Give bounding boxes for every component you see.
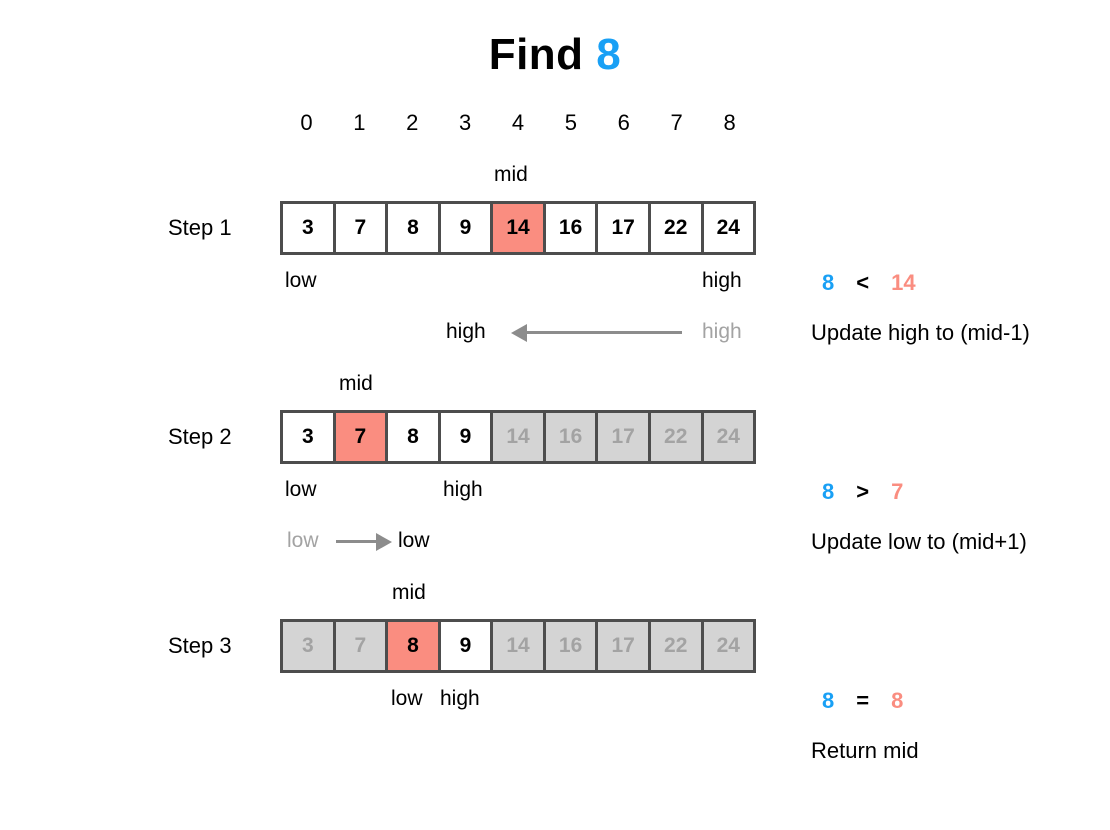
step-1-high-marker: high: [702, 269, 742, 292]
step-2-low-marker: low: [285, 478, 317, 501]
step-3-cell-6[interactable]: 17: [598, 622, 651, 670]
step-3-cell-2[interactable]: 8: [388, 622, 441, 670]
step-2-low-old-label: low: [287, 529, 319, 552]
step-1-high-new-label: high: [446, 320, 486, 343]
step-1-comparison: 8 <14: [822, 270, 916, 296]
step-3-action-text: Return mid: [811, 738, 919, 763]
title-target-value: 8: [596, 30, 622, 79]
step-1-cell-8[interactable]: 24: [703, 204, 754, 252]
step-2-cell-8[interactable]: 24: [703, 413, 754, 461]
step-1-cell-0[interactable]: 3: [283, 204, 336, 252]
step-2-cell-5[interactable]: 16: [545, 413, 599, 461]
step-2-cell-1[interactable]: 7: [335, 413, 389, 461]
step-2-compare-target: 8: [822, 479, 835, 504]
step-1-cell-1[interactable]: 7: [335, 204, 389, 252]
step-3-cell-8[interactable]: 24: [703, 622, 754, 670]
step-2-cell-4[interactable]: 14: [493, 413, 546, 461]
title-prefix: Find: [488, 30, 584, 79]
step-1-cell-3[interactable]: 9: [440, 204, 494, 252]
step-1-compare-target: 8: [822, 270, 835, 295]
array-index-4: 4: [511, 110, 525, 135]
step-2-array: 3 7 8 9 14 16 17 22 24: [280, 410, 756, 464]
array-index-5: 5: [564, 110, 578, 135]
step-1-label: Step 1: [168, 215, 232, 240]
step-3-low-marker: low: [391, 687, 423, 710]
step-1-low-marker: low: [285, 269, 317, 292]
step-1-cell-6[interactable]: 17: [598, 204, 651, 252]
step-1-compare-operator: <: [856, 270, 870, 295]
step-3-cell-7[interactable]: 22: [650, 622, 704, 670]
step-3-compare-mid: 8: [891, 688, 904, 713]
array-index-6: 6: [617, 110, 630, 135]
page-title: Find 8: [0, 30, 1110, 80]
step-3-compare-target: 8: [822, 688, 835, 713]
step-2-cell-2[interactable]: 8: [388, 413, 441, 461]
array-index-8: 8: [723, 110, 736, 135]
step-1-compare-mid: 14: [891, 270, 916, 295]
step-1-array: 3 7 8 9 14 16 17 22 24: [280, 201, 756, 255]
step-3-cell-1[interactable]: 7: [335, 622, 389, 670]
step-2-compare-operator: >: [856, 479, 870, 504]
step-1-cell-5[interactable]: 16: [545, 204, 599, 252]
step-1-cell-4[interactable]: 14: [493, 204, 546, 252]
step-3-compare-operator: =: [856, 688, 870, 713]
step-2-low-new-label: low: [398, 529, 430, 552]
array-index-2: 2: [406, 110, 419, 135]
step-2-cell-3[interactable]: 9: [440, 413, 494, 461]
step-2-cell-0[interactable]: 3: [283, 413, 336, 461]
step-3-comparison: 8 = 8: [822, 688, 903, 714]
step-2-cell-6[interactable]: 17: [598, 413, 651, 461]
array-index-0: 0: [300, 110, 313, 135]
array-index-3: 3: [458, 110, 472, 135]
step-3-mid-marker: mid: [392, 581, 426, 604]
step-3-high-marker: high: [440, 687, 480, 710]
array-index-1: 1: [353, 110, 366, 135]
step-1-cell-7[interactable]: 22: [650, 204, 704, 252]
array-index-row: 0 1 2 3 4 5 6 7 8: [280, 108, 756, 138]
step-2-compare-mid: 7: [891, 479, 904, 504]
step-2-comparison: 8 >7: [822, 479, 903, 505]
step-3-cell-5[interactable]: 16: [545, 622, 599, 670]
step-2-cell-7[interactable]: 22: [650, 413, 704, 461]
array-index-7: 7: [670, 110, 683, 135]
step-2-transition-arrow-line: [336, 540, 376, 543]
step-2-transition-arrow-head-right-icon: [376, 533, 392, 551]
step-3-cell-3[interactable]: 9: [440, 622, 494, 670]
step-3-cell-4[interactable]: 14: [493, 622, 546, 670]
step-3-label: Step 3: [168, 633, 232, 658]
step-2-action-text: Update low to (mid+1): [811, 529, 1027, 554]
step-1-action-text: Update high to (mid-1): [811, 320, 1030, 345]
step-2-label: Step 2: [168, 424, 232, 449]
step-1-mid-marker: mid: [494, 163, 528, 186]
step-1-cell-2[interactable]: 8: [388, 204, 441, 252]
step-2-high-marker: high: [443, 478, 483, 501]
step-1-transition-arrow-line: [527, 331, 682, 334]
step-2-mid-marker: mid: [339, 372, 373, 395]
step-1-transition-arrow-head-left-icon: [511, 324, 527, 342]
step-1-high-old-label: high: [702, 320, 742, 343]
step-3-array: 3 7 8 9 14 16 17 22 24: [280, 619, 756, 673]
step-3-cell-0[interactable]: 3: [283, 622, 336, 670]
